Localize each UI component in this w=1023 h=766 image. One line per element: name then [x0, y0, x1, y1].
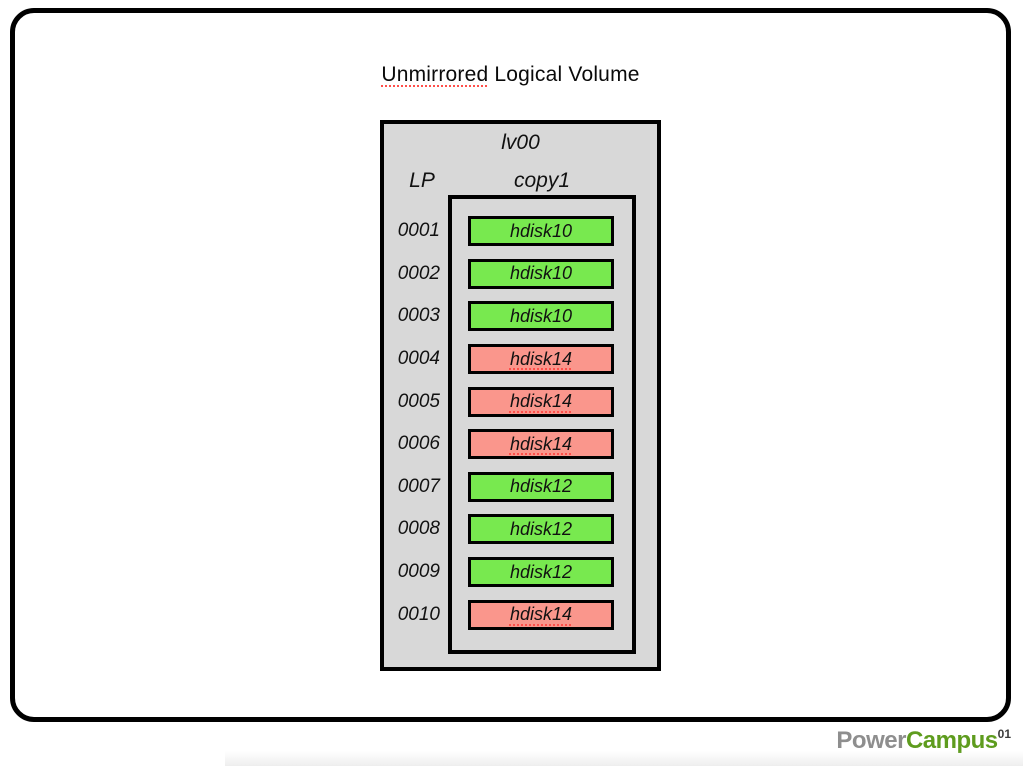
lp-number: 0010 [397, 603, 440, 625]
disk-label: hdisk14 [509, 433, 573, 454]
copy1-container-box [448, 195, 636, 654]
powercampus-logo: PowerCampus01 [836, 727, 1011, 755]
lp-number: 0009 [397, 561, 440, 583]
lp-row: 0009 hdisk12 [384, 551, 657, 594]
logo-part2: Campus [905, 727, 998, 754]
disk-label: hdisk12 [509, 518, 573, 539]
lp-row: 0001 hdisk10 [384, 210, 657, 253]
logical-volume-box: lv00 LP copy1 0001 hdisk10 0002 hdisk10 … [380, 120, 661, 671]
slide-title: Unmirrored Logical Volume [15, 63, 1006, 87]
title-word-underlined: Unmirrored [381, 63, 489, 86]
lp-column-header: LP [409, 169, 435, 192]
bottom-shadow [225, 751, 1023, 766]
title-rest: Logical Volume [488, 63, 640, 86]
disk-box: hdisk12 [468, 514, 614, 545]
disk-box: hdisk14 [468, 344, 614, 375]
lp-number: 0006 [397, 433, 440, 455]
logo-superscript: 01 [997, 727, 1011, 741]
slide-frame: Unmirrored Logical Volume lv00 LP copy1 … [10, 8, 1011, 722]
lp-number: 0005 [397, 390, 440, 412]
disk-label: hdisk12 [509, 476, 573, 497]
disk-box: hdisk12 [468, 557, 614, 588]
volume-name-label: lv00 [501, 131, 540, 154]
lp-number: 0003 [397, 305, 440, 327]
lp-row: 0007 hdisk12 [384, 466, 657, 509]
lp-number: 0008 [397, 518, 440, 540]
disk-label: hdisk12 [509, 561, 573, 582]
disk-label: hdisk10 [509, 220, 573, 241]
disk-box: hdisk10 [468, 216, 614, 247]
lp-number: 0001 [397, 220, 440, 242]
copy-column-header: copy1 [513, 169, 571, 192]
lp-row: 0004 hdisk14 [384, 338, 657, 381]
lp-number: 0007 [397, 475, 440, 497]
disk-box: hdisk14 [468, 386, 614, 417]
disk-box: hdisk14 [468, 599, 614, 630]
lp-row: 0003 hdisk10 [384, 295, 657, 338]
lp-number: 0004 [397, 348, 440, 370]
lp-row: 0010 hdisk14 [384, 593, 657, 636]
disk-label: hdisk14 [509, 391, 573, 412]
disk-box: hdisk14 [468, 429, 614, 460]
disk-box: hdisk10 [468, 258, 614, 289]
lp-row: 0006 hdisk14 [384, 423, 657, 466]
logo-part1: Power [836, 727, 906, 754]
disk-label: hdisk14 [509, 348, 573, 369]
lp-row: 0002 hdisk10 [384, 253, 657, 296]
disk-label: hdisk10 [509, 263, 573, 284]
lp-row: 0008 hdisk12 [384, 508, 657, 551]
disk-label: hdisk14 [509, 604, 573, 625]
lp-number: 0002 [397, 262, 440, 284]
lp-row: 0005 hdisk14 [384, 380, 657, 423]
disk-box: hdisk12 [468, 471, 614, 502]
disk-label: hdisk10 [509, 305, 573, 326]
lp-rows: 0001 hdisk10 0002 hdisk10 0003 hdisk10 0… [384, 210, 657, 636]
disk-box: hdisk10 [468, 301, 614, 332]
